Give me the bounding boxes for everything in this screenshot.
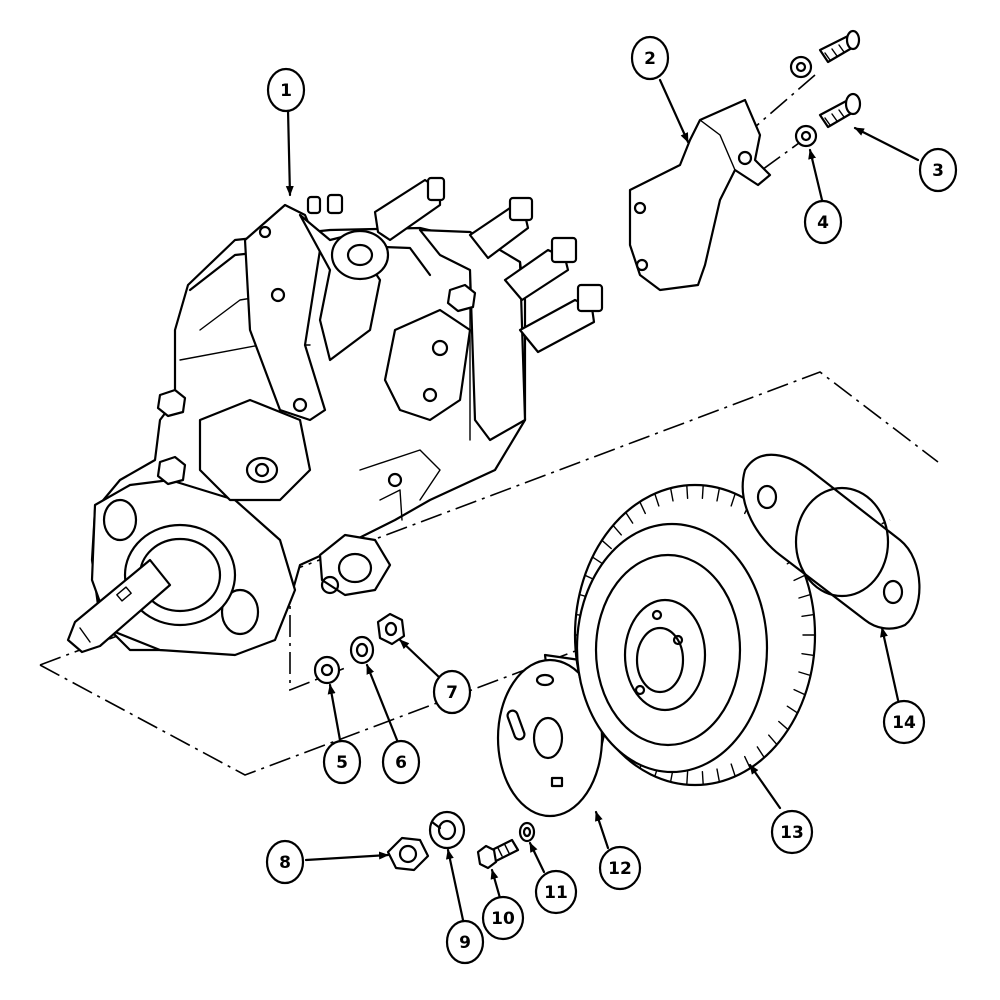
callout-8-label: 8 xyxy=(279,853,291,873)
callout-4: 4 xyxy=(803,199,843,245)
callout-7: 7 xyxy=(432,669,472,715)
callout-10: 10 xyxy=(481,895,525,941)
gasket xyxy=(741,453,921,630)
timing-gear xyxy=(573,483,817,787)
callout-7-label: 7 xyxy=(446,683,458,703)
hex-nut xyxy=(386,836,430,872)
callout-6-label: 6 xyxy=(395,753,407,773)
nut-small xyxy=(376,612,406,646)
callout-11: 11 xyxy=(534,869,578,915)
callout-8: 8 xyxy=(265,839,305,885)
callout-13-label: 13 xyxy=(780,823,804,843)
callout-13: 13 xyxy=(770,809,814,855)
callout-1: 1 xyxy=(266,67,306,113)
split-lock-washer xyxy=(428,810,466,850)
callout-12: 12 xyxy=(598,845,642,891)
screw-upper xyxy=(818,29,861,64)
callout-2: 2 xyxy=(630,35,670,81)
callout-3: 3 xyxy=(918,147,958,193)
bracket xyxy=(628,98,772,292)
callout-9-label: 9 xyxy=(459,933,471,953)
callout-6: 6 xyxy=(381,739,421,785)
callout-4-label: 4 xyxy=(817,213,829,233)
lock-washer xyxy=(349,635,375,665)
callout-10-label: 10 xyxy=(491,909,515,929)
callout-3-label: 3 xyxy=(932,161,944,181)
callout-14-label: 14 xyxy=(892,713,916,733)
callout-2-label: 2 xyxy=(644,49,656,69)
callout-11-label: 11 xyxy=(544,883,568,903)
callout-5-label: 5 xyxy=(336,753,348,773)
bolt xyxy=(476,838,520,870)
washer-upper xyxy=(789,55,813,79)
washer-lower xyxy=(794,124,818,148)
small-washer xyxy=(518,821,536,843)
callout-12-label: 12 xyxy=(608,859,632,879)
callout-1-label: 1 xyxy=(280,81,292,101)
callout-9: 9 xyxy=(445,919,485,965)
injection-pump xyxy=(66,176,604,657)
screw-lower xyxy=(818,92,862,129)
callout-14: 14 xyxy=(882,699,926,745)
callout-5: 5 xyxy=(322,739,362,785)
flat-washer xyxy=(313,655,341,685)
leader-lines xyxy=(285,78,920,922)
